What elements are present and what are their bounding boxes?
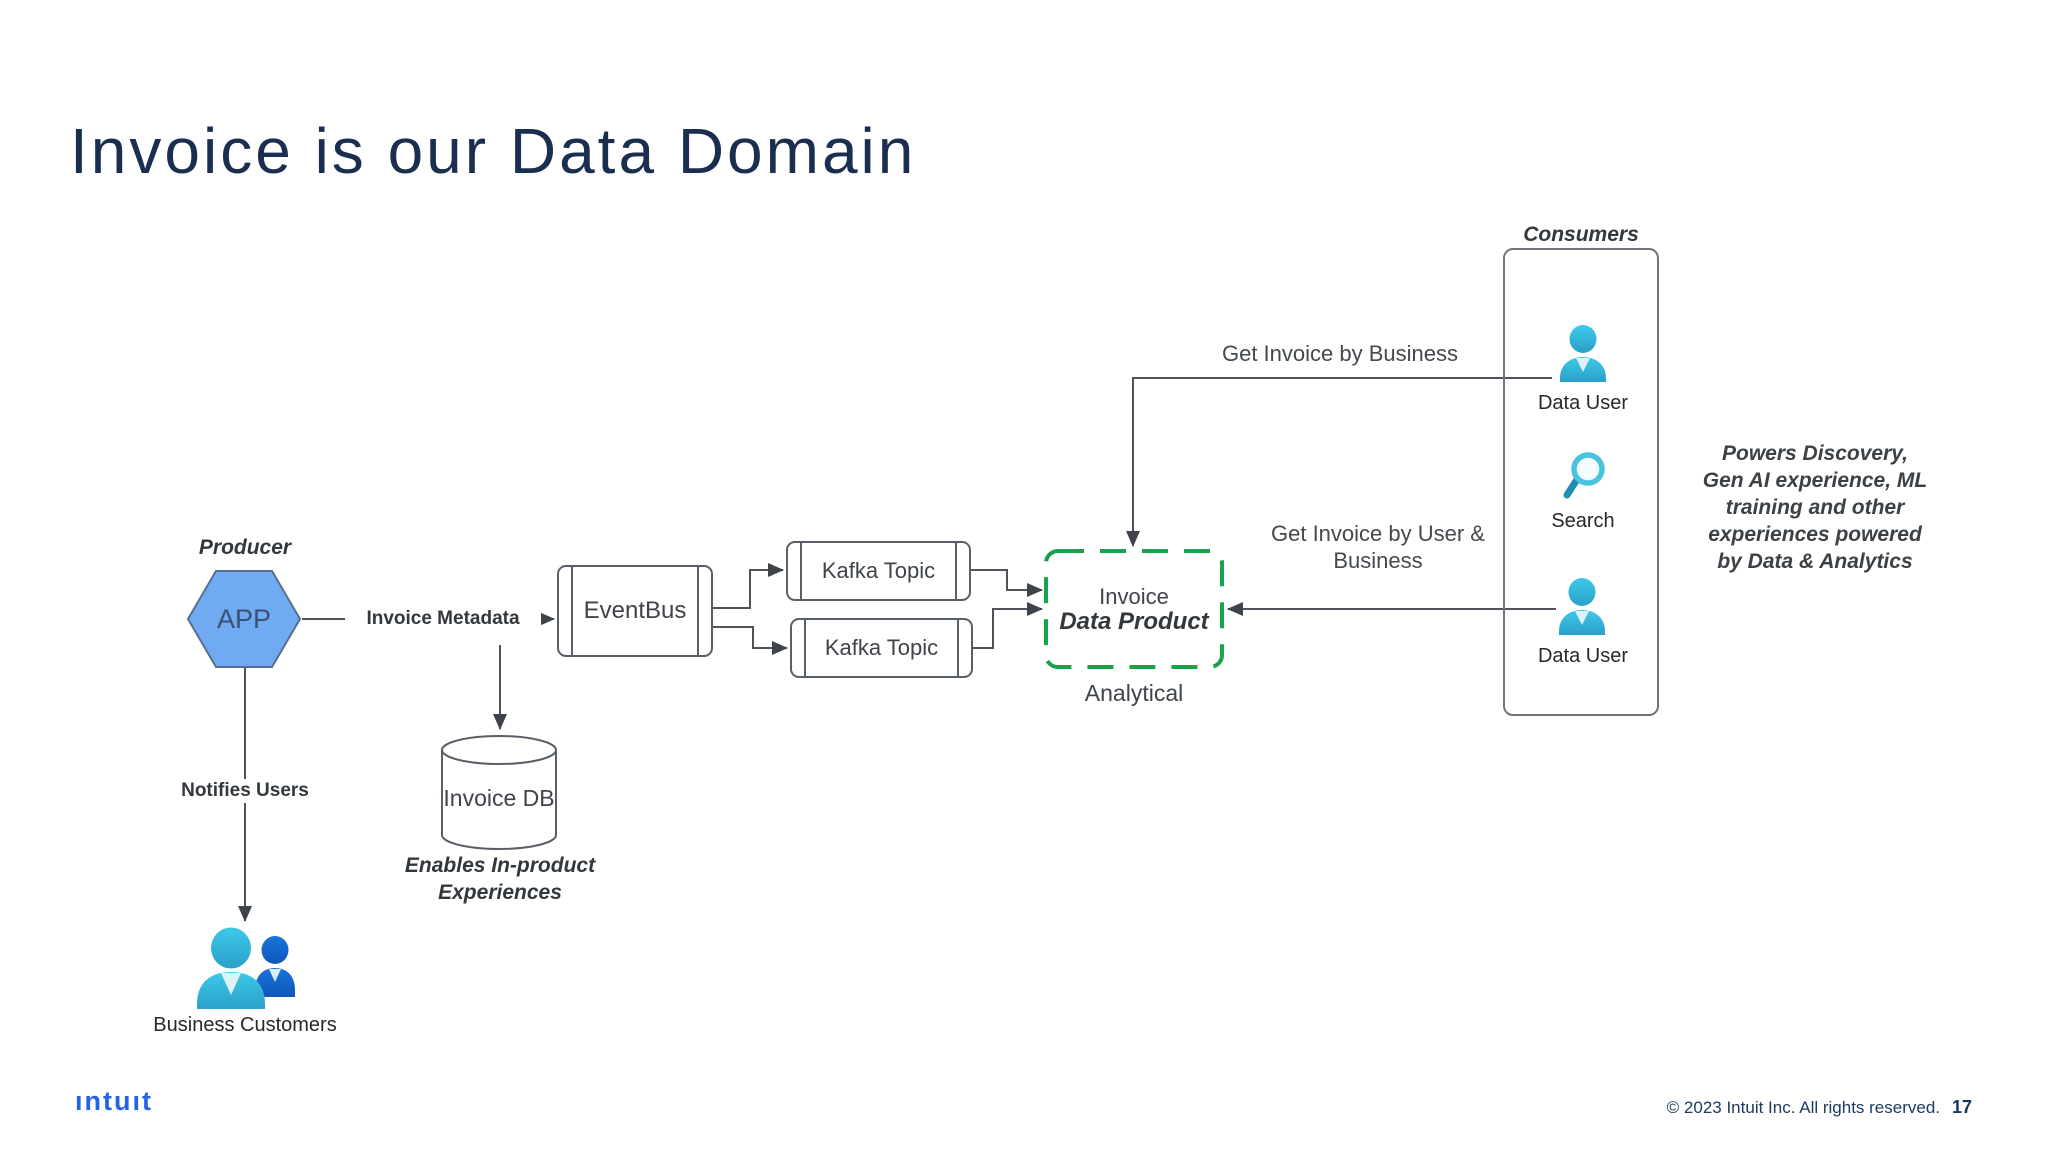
invoice-product-line1: Invoice: [1099, 584, 1169, 609]
person-icon: [1560, 325, 1606, 382]
invoice-product-line2: Data Product: [1059, 608, 1209, 635]
invoice-db: Invoice DB: [440, 733, 558, 853]
consumers-label: Consumers: [1523, 223, 1639, 246]
two-people-icon: [197, 927, 295, 1009]
data-user-1-label: Data User: [1537, 392, 1629, 414]
page-number: 17: [1952, 1097, 1973, 1117]
invoice-db-label: Invoice DB: [443, 785, 555, 811]
enables-experiences-label: Enables In-product Experiences: [404, 854, 596, 904]
eventbus-label: EventBus: [583, 597, 687, 624]
data-user-2-icon: [1551, 577, 1613, 637]
copyright-text: © 2023 Intuit Inc. All rights reserved.: [1666, 1098, 1940, 1117]
business-customers-label: Business Customers: [153, 1014, 337, 1036]
annotation-line: Gen AI experience, ML: [1702, 469, 1928, 492]
search-icon: [1562, 447, 1608, 503]
data-user-2-label: Data User: [1537, 645, 1629, 667]
eventbus-box: EventBus: [557, 565, 713, 657]
kafka-topic-1: Kafka Topic: [786, 541, 971, 601]
magnifier-icon: [1563, 452, 1605, 499]
person-icon: [1559, 578, 1605, 635]
connector-kafka2-product: [973, 602, 1043, 649]
consumers-box: [1503, 248, 1659, 716]
app-hexagon: APP: [186, 569, 302, 669]
page-title: Invoice is our Data Domain: [70, 115, 917, 187]
data-user-1-icon: [1552, 324, 1614, 384]
invoice-metadata-label: Invoice Metadata: [345, 607, 541, 631]
annotation-line: by Data & Analytics: [1717, 550, 1913, 573]
annotation-line: experiences powered: [1708, 523, 1922, 546]
annotation-line: training and other: [1725, 496, 1905, 519]
notifies-users-label: Notifies Users: [165, 779, 325, 803]
hexagon-shape: [186, 570, 302, 668]
get-invoice-by-business-label: Get Invoice by Business: [1221, 341, 1458, 366]
kafka-topic-2-label: Kafka Topic: [824, 635, 939, 660]
app-label: APP: [216, 603, 272, 634]
business-customers-icon: [183, 926, 313, 1012]
intuit-logo: ıntuıt: [75, 1086, 153, 1116]
database-cylinder: [441, 735, 557, 850]
analytical-label: Analytical: [1084, 680, 1184, 706]
connector-eventbus-kafka2: [713, 626, 788, 655]
powers-annotation: Powers Discovery, Gen AI experience, ML …: [1678, 440, 1952, 575]
get-invoice-by-user-label: Get Invoice by User & Business: [1271, 521, 1485, 573]
search-label: Search: [1551, 510, 1615, 532]
kafka-topic-2: Kafka Topic: [790, 618, 973, 678]
producer-label: Producer: [198, 536, 292, 559]
connector-kafka1-product: [971, 569, 1043, 597]
annotation-line: Powers Discovery,: [1722, 442, 1908, 465]
kafka-topic-1-label: Kafka Topic: [821, 558, 936, 583]
connector-eventbus-kafka1: [713, 563, 784, 609]
